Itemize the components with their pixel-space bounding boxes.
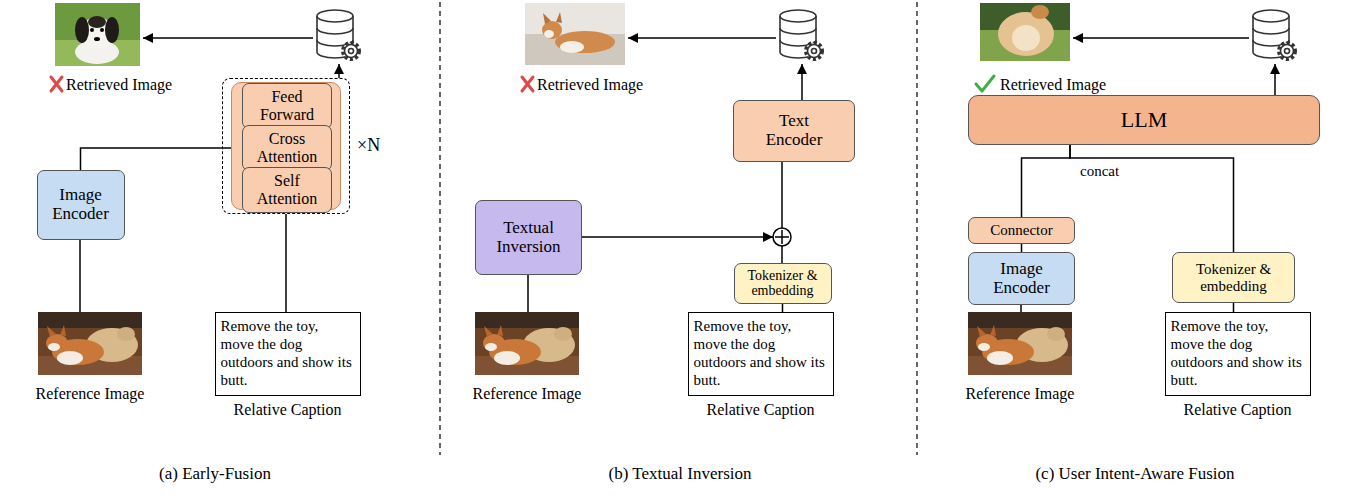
annotation-label: (a) Early-Fusion xyxy=(159,464,271,484)
query-arrow xyxy=(1274,64,1276,95)
caption-box: Remove the toy, move the dog outdoors an… xyxy=(215,312,361,396)
token-line xyxy=(781,246,783,264)
transformer-block: ×NFeed ForwardCross AttentionSelf Attent… xyxy=(222,78,350,214)
caption-heading: Relative Caption xyxy=(1184,401,1292,419)
repeat-count: ×N xyxy=(357,136,380,156)
connector xyxy=(1070,145,1234,252)
label-text: Text Encoder xyxy=(759,112,829,149)
label-text: LLM xyxy=(1121,108,1167,132)
caption-box: Remove the toy, move the dog outdoors an… xyxy=(688,312,834,396)
connector xyxy=(1021,244,1023,252)
annotation-label: (b) Textual Inversion xyxy=(609,464,752,484)
annotation-label: concat xyxy=(1080,162,1119,180)
query-arrow xyxy=(801,64,803,100)
input-line xyxy=(79,240,81,312)
annotation-label: Reference Image xyxy=(36,384,145,403)
layer-box: Cross Attention xyxy=(242,125,332,171)
annotation-label: Retrieved Image xyxy=(537,75,643,94)
caption-text: Remove the toy, move the dog outdoors an… xyxy=(221,317,353,389)
layer-box: Self Attention xyxy=(242,167,332,213)
label-text: Image Encoder xyxy=(987,260,1057,297)
encoder-box: Image Encoder xyxy=(37,170,125,240)
connector xyxy=(285,214,287,312)
label-text: Feed Forward xyxy=(250,88,324,123)
retrieved-photo xyxy=(980,3,1070,61)
encoder-box: Image Encoder xyxy=(968,252,1075,305)
label-text: Image Encoder xyxy=(45,186,117,223)
database-icon xyxy=(1253,10,1295,59)
input-line xyxy=(527,275,529,312)
panel-separator xyxy=(916,2,917,455)
query-arrow xyxy=(338,64,340,78)
connector xyxy=(1022,145,1071,217)
label-text: Cross Attention xyxy=(250,130,324,165)
retrieved-photo xyxy=(525,3,625,65)
retrieve-arrow xyxy=(1073,37,1249,39)
inversion-box: Textual Inversion xyxy=(475,200,582,275)
inversion-arrow xyxy=(582,236,773,238)
label-text: Tokenizer & embedding xyxy=(742,268,824,299)
caption-box: Remove the toy, move the dog outdoors an… xyxy=(1165,312,1311,396)
encoder-box: Text Encoder xyxy=(733,100,855,162)
annotation-label: Retrieved Image xyxy=(1000,75,1106,94)
connector xyxy=(81,148,243,170)
retrieve-arrow xyxy=(143,37,313,39)
retrieved-photo xyxy=(55,3,140,66)
retrieve-arrow xyxy=(628,37,776,39)
reference-photo xyxy=(968,312,1072,375)
correct-mark xyxy=(976,76,994,91)
label-text: Self Attention xyxy=(250,172,324,207)
caption-heading: Relative Caption xyxy=(707,401,815,419)
connector-box: Connector xyxy=(968,217,1075,244)
caption-heading: Relative Caption xyxy=(234,401,342,419)
connector xyxy=(1233,303,1235,312)
reference-photo xyxy=(475,312,579,375)
sum-line xyxy=(781,162,783,228)
annotation-label: Reference Image xyxy=(966,384,1075,403)
caption-text: Remove the toy, move the dog outdoors an… xyxy=(694,317,826,389)
tokenizer-box: Tokenizer & embedding xyxy=(734,263,832,304)
label-text: Textual Inversion xyxy=(487,219,571,256)
tokenizer-box: Tokenizer & embedding xyxy=(1172,252,1295,303)
wrong-mark xyxy=(51,77,62,91)
wrong-mark xyxy=(522,77,533,91)
annotation-label: (c) User Intent-Aware Fusion xyxy=(1035,464,1234,484)
database-icon xyxy=(317,10,359,59)
label-text: Tokenizer & embedding xyxy=(1191,261,1277,294)
annotation-label: Retrieved Image xyxy=(66,75,172,94)
label-text: Connector xyxy=(990,222,1052,239)
layer-box: Feed Forward xyxy=(242,83,332,129)
llm-box: LLM xyxy=(968,95,1320,145)
reference-photo xyxy=(38,312,142,375)
connector xyxy=(782,304,784,313)
input-line xyxy=(1020,305,1022,312)
panel-separator xyxy=(439,2,440,455)
database-icon xyxy=(780,10,822,59)
add-symbol xyxy=(773,228,791,246)
annotation-label: Reference Image xyxy=(473,384,582,403)
caption-text: Remove the toy, move the dog outdoors an… xyxy=(1171,317,1303,389)
